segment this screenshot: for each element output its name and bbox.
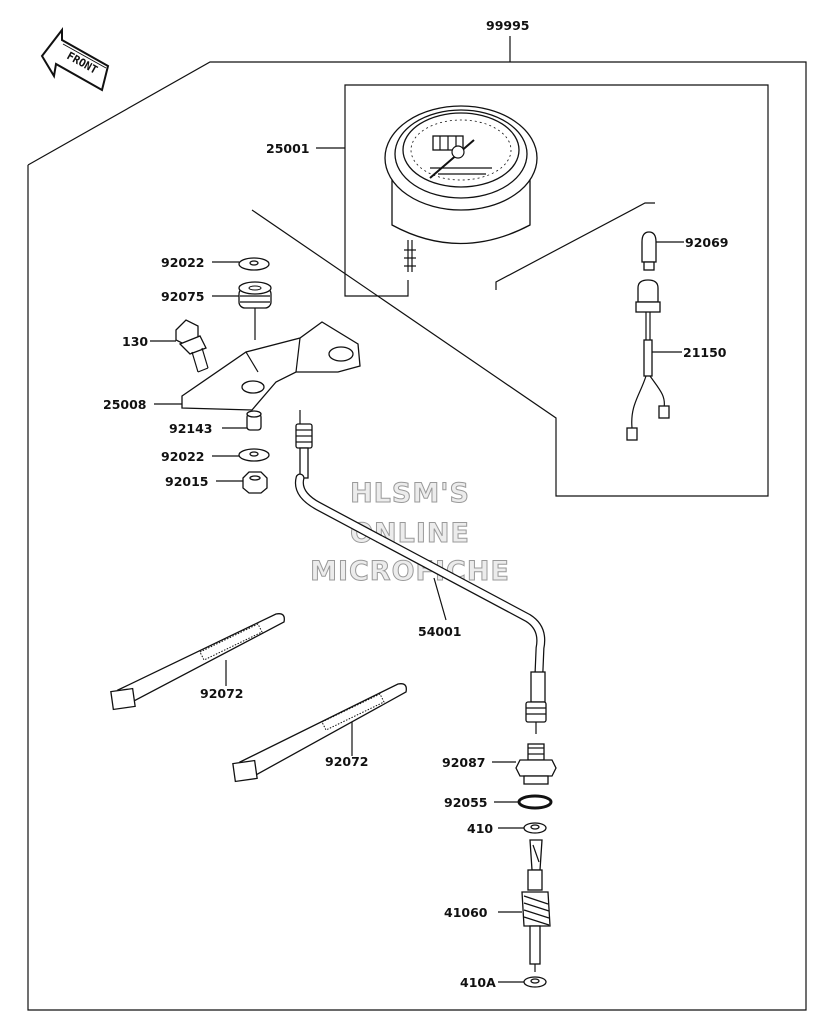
meter-bulb bbox=[641, 231, 657, 271]
callout-gear: 41060 bbox=[444, 905, 488, 920]
o-ring bbox=[517, 794, 553, 810]
callout-upper-band: 92072 bbox=[200, 686, 244, 701]
assembly-frame: 99995 bbox=[27, 18, 807, 1011]
callout-grommet: 92075 bbox=[161, 289, 205, 304]
upper-band bbox=[110, 613, 285, 711]
speedometer-meter bbox=[384, 105, 538, 272]
callout-collar: 92143 bbox=[169, 421, 213, 436]
watermark: HLSM'S ONLINE MICROFICHE bbox=[310, 478, 510, 588]
callout-cable: 54001 bbox=[418, 624, 462, 639]
callout-washer-410: 410 bbox=[467, 821, 493, 836]
watermark-line-3: MICROFICHE bbox=[310, 556, 510, 587]
lower-band bbox=[232, 683, 407, 783]
callout-bracket: 25008 bbox=[103, 397, 147, 412]
top-washer bbox=[238, 257, 270, 271]
lower-washer bbox=[238, 448, 270, 462]
callout-socket: 21150 bbox=[683, 345, 727, 360]
callout-bolt: 130 bbox=[122, 334, 148, 349]
meter-subframe bbox=[251, 84, 769, 497]
callout-meter: 25001 bbox=[266, 141, 310, 156]
lock-nut bbox=[242, 471, 268, 494]
callout-lower-band: 92072 bbox=[325, 754, 369, 769]
callout-washer-410a: 410A bbox=[460, 975, 496, 990]
washer-410 bbox=[523, 822, 547, 834]
callout-lower-washer: 92022 bbox=[161, 449, 205, 464]
bulb-socket bbox=[626, 279, 670, 441]
callout-o-ring: 92055 bbox=[444, 795, 488, 810]
callout-bushing: 92087 bbox=[442, 755, 486, 770]
speedometer-cable bbox=[294, 410, 547, 734]
cable-bushing bbox=[515, 743, 557, 785]
rubber-grommet bbox=[238, 281, 272, 309]
flange-bolt bbox=[175, 319, 209, 373]
collar bbox=[246, 410, 262, 431]
callout-top-washer: 92022 bbox=[161, 255, 205, 270]
drive-gear bbox=[521, 839, 551, 972]
meter-bracket bbox=[181, 321, 361, 411]
washer-410a bbox=[523, 976, 547, 988]
callout-bulb: 92069 bbox=[685, 235, 729, 250]
front-arrow-icon: FRONT bbox=[40, 27, 110, 92]
callout-nut: 92015 bbox=[165, 474, 209, 489]
watermark-line-1: HLSM'S bbox=[350, 478, 470, 509]
callout-assembly: 99995 bbox=[486, 18, 530, 33]
